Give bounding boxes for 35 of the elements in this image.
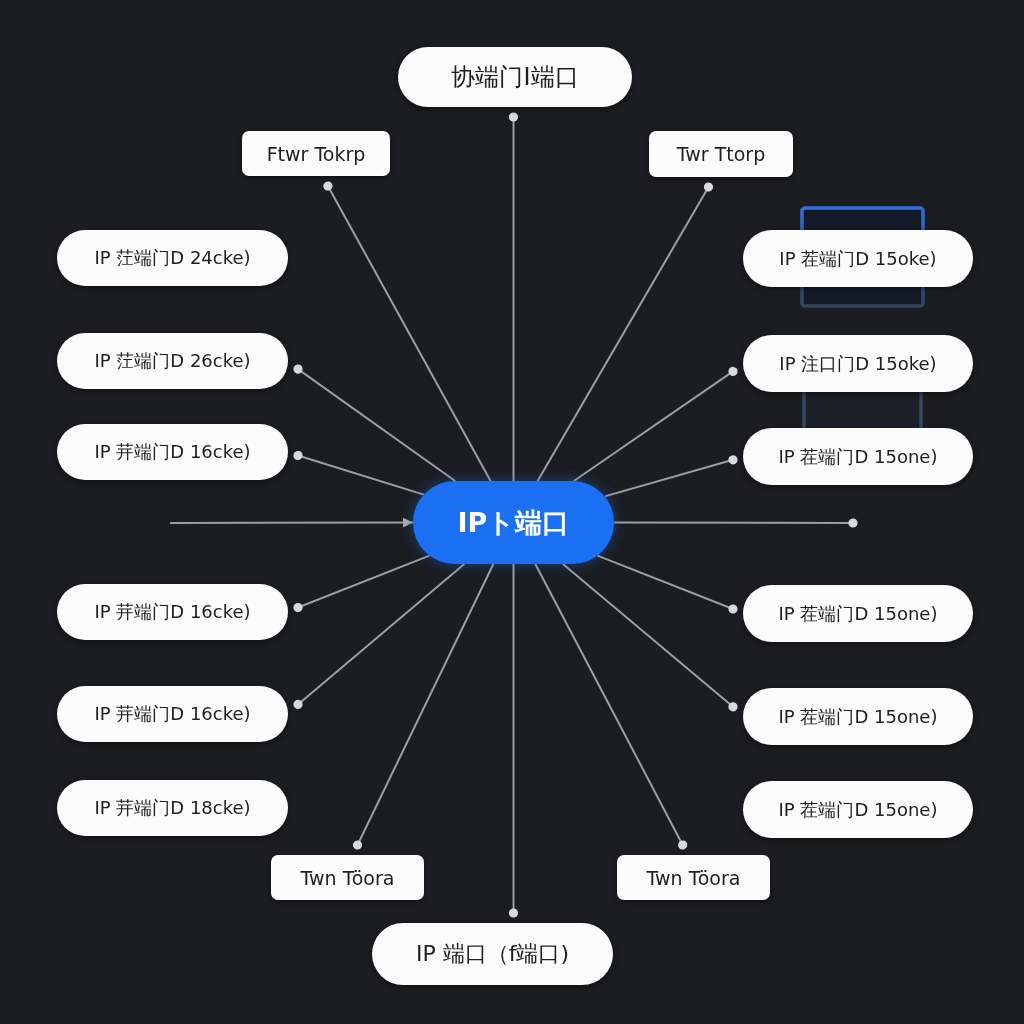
label-pill: IP 茬端门D 15one) [743,781,973,838]
connector-line [572,366,738,482]
arrow [169,517,414,528]
tag-box: Twr Ttorp [649,131,793,177]
label-pill: IP 茳端门D 26cke) [57,333,288,389]
connector-line [323,181,492,482]
label-pill: IP 注口门D 15oke) [743,335,973,392]
label-pill: 协端门I端口 [398,47,632,107]
connector-line [508,112,519,482]
connector-line [536,182,714,482]
connector-line [596,554,738,614]
connector-line [293,450,425,496]
connector-line [534,563,688,850]
tag-box: Ftwr Tokrp [242,131,390,176]
connector-line [613,518,858,528]
connector-line [293,554,431,613]
label-pill: IP 茳端门D 24cke) [57,230,288,286]
label-pill: IP 茾端门D 16cke) [57,584,288,640]
tag-box: Twn Töora [271,855,424,900]
label-pill: IP 茬端门D 15one) [743,688,973,745]
label-pill: IP 茾端门D 18cke) [57,780,288,836]
connector-line [352,563,495,850]
connector-line [293,364,457,482]
label-pill: IP 茾端门D 16cke) [57,424,288,480]
label-pill: IP 茬端门D 15one) [743,585,973,642]
label-pill: IP 茾端门D 16cke) [57,686,288,742]
connector-line [508,563,519,918]
connector-line [293,563,466,709]
tag-box: Twn Töora [617,855,770,900]
connector-line [561,563,738,712]
label-pill: IP 端口（f端口) [372,923,613,985]
connector-line [603,455,738,498]
label-pill: IP 茬端门D 15oke) [743,230,973,287]
label-pill: IP 茬端门D 15one) [743,428,973,485]
hub-pill: IPト端口 [413,481,614,564]
